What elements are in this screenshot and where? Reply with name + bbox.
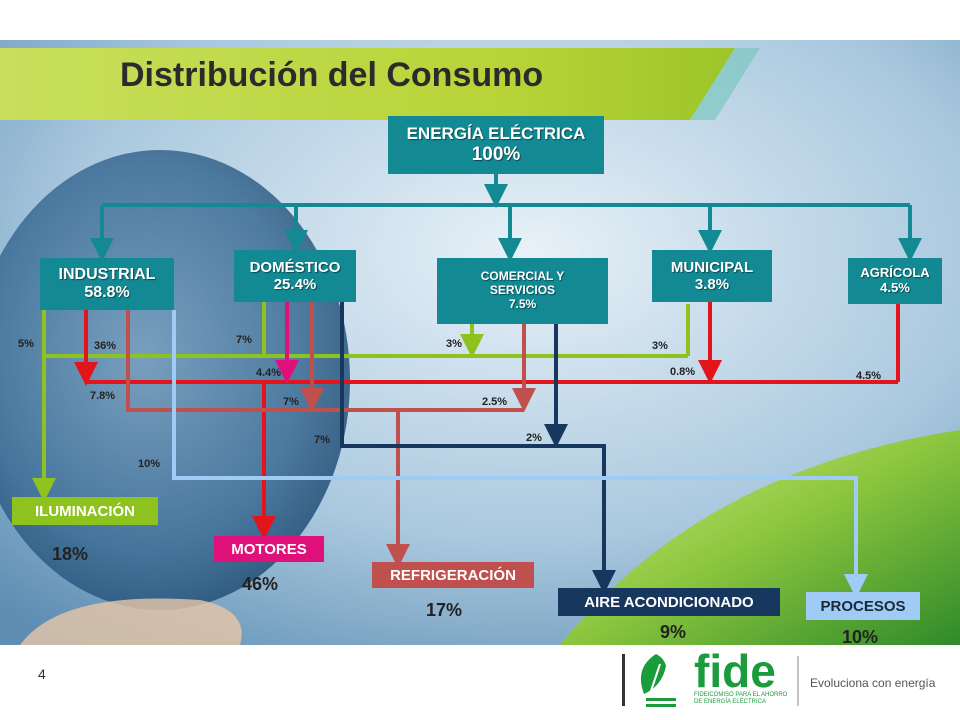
sector-comercial-pct: 7.5% — [508, 296, 537, 311]
dest-iluminacion-name: ILUMINACIÓN — [35, 502, 135, 520]
sector-agricola-pct: 4.5% — [880, 280, 910, 295]
label-com-ilum: 3% — [446, 338, 462, 350]
sector-industrial: INDUSTRIAL 58.8% — [40, 258, 174, 310]
sector-industrial-pct: 58.8% — [84, 284, 130, 301]
label-dom-ref: 7% — [283, 396, 299, 408]
page-title: Distribución del Consumo — [120, 56, 544, 94]
sector-municipal: MUNICIPAL 3.8% — [652, 250, 772, 302]
dest-procesos: PROCESOS — [806, 592, 920, 620]
fide-subtitle: FIDEICOMISO PARA EL AHORRO DE ENERGÍA EL… — [694, 692, 788, 705]
fide-leaf-icon — [622, 654, 799, 707]
label-com-aire: 2% — [526, 432, 542, 444]
sector-agricola: AGRÍCOLA 4.5% — [848, 258, 942, 304]
dest-refrigeracion-name: REFRIGERACIÓN — [390, 566, 516, 584]
dest-aire-pct: 9% — [660, 622, 687, 642]
label-ind-mot: 36% — [94, 340, 117, 352]
fide-tagline: Evoluciona con energía — [810, 676, 936, 690]
dest-procesos-name: PROCESOS — [820, 597, 906, 615]
flow-motores — [74, 302, 900, 540]
flow-refrigeracion — [126, 302, 536, 568]
dest-aire-acondicionado: AIRE ACONDICIONADO — [558, 588, 780, 616]
source-label: ENERGÍA ELÉCTRICA — [406, 124, 586, 144]
fide-wordmark: fide — [694, 645, 776, 697]
dest-motores-pct: 46% — [242, 574, 279, 594]
sector-industrial-name: INDUSTRIAL — [58, 265, 156, 283]
flow-iluminacion — [32, 302, 690, 502]
sector-domestico-name: DOMÉSTICO — [249, 258, 341, 276]
dest-motores: MOTORES — [214, 536, 324, 562]
dest-procesos-pct: 10% — [842, 627, 879, 647]
label-ind-ilum: 5% — [18, 338, 34, 350]
fide-logo: fide FIDEICOMISO PARA EL AHORRO DE ENERG… — [620, 645, 950, 714]
label-ind-proc: 10% — [138, 458, 161, 470]
dest-motores-name: MOTORES — [231, 540, 307, 558]
label-com-ref: 2.5% — [482, 396, 508, 408]
label-mun-ilum: 3% — [652, 340, 668, 352]
page-number: 4 — [38, 666, 46, 682]
teal-distribution-lines — [90, 174, 922, 262]
label-agr-mot: 4.5% — [856, 370, 882, 382]
sector-municipal-name: MUNICIPAL — [670, 258, 754, 276]
dest-iluminacion: ILUMINACIÓN — [12, 497, 158, 525]
flow-aire — [340, 302, 616, 594]
label-dom-mot: 4.4% — [256, 367, 282, 379]
label-dom-aire: 7% — [314, 434, 330, 446]
label-mun-mot: 0.8% — [670, 366, 696, 378]
flow-procesos — [172, 310, 868, 598]
source-energia-electrica: ENERGÍA ELÉCTRICA 100% — [388, 116, 604, 174]
dest-refrigeracion-pct: 17% — [426, 600, 463, 620]
label-dom-ilum: 7% — [236, 334, 252, 346]
dest-iluminacion-pct: 18% — [52, 544, 89, 564]
sector-agricola-name: AGRÍCOLA — [860, 265, 930, 281]
sector-comercial-name2: SERVICIOS — [489, 283, 556, 298]
sector-domestico: DOMÉSTICO 25.4% — [234, 250, 356, 302]
label-ind-mot2: 7.8% — [90, 390, 116, 402]
sector-comercial-name1: COMERCIAL Y — [480, 269, 565, 284]
dest-refrigeracion: REFRIGERACIÓN — [372, 562, 534, 588]
dest-aire-name: AIRE ACONDICIONADO — [584, 593, 754, 611]
sector-domestico-pct: 25.4% — [273, 276, 317, 293]
sector-comercial: COMERCIAL Y SERVICIOS 7.5% — [437, 258, 608, 324]
source-pct: 100% — [471, 143, 521, 165]
sector-municipal-pct: 3.8% — [694, 276, 730, 293]
